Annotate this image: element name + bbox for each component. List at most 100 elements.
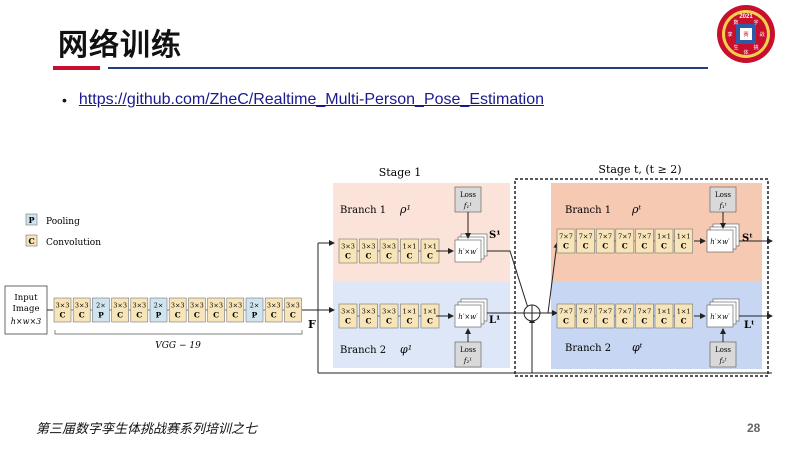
page-number: 28 bbox=[747, 421, 761, 435]
vgg-block-1: 3×3C bbox=[53, 297, 72, 323]
stage1-branch1-block-1-size: 3×3 bbox=[341, 243, 355, 251]
staget-branch1-loss: Loss bbox=[715, 191, 731, 199]
vgg-block-7-size: 3×3 bbox=[171, 302, 185, 310]
vgg-block-11: 2×P bbox=[245, 297, 264, 323]
staget-branch1-block-3-size: 7×7 bbox=[598, 233, 612, 241]
staget-branch2-block-7-size: 1×1 bbox=[677, 308, 691, 316]
stage1-branch2-heatmap-label: h′×w′ bbox=[458, 313, 478, 321]
stage1-branch1-block-2-type: C bbox=[366, 252, 372, 261]
staget-branch1-heatmap-label: h′×w′ bbox=[710, 238, 730, 246]
input-line-3: h×w×3 bbox=[11, 317, 42, 326]
staget-branch1-block-3: 7×7C bbox=[595, 228, 615, 254]
feature-label: F bbox=[308, 318, 316, 331]
staget-branch1-block-5-size: 7×7 bbox=[638, 233, 652, 241]
stage1-branch2-block-3-type: C bbox=[386, 317, 392, 326]
staget-branch2-heatmap bbox=[706, 304, 734, 328]
stage1-branch2-block-3-size: 3×3 bbox=[382, 308, 396, 316]
vgg-block-6-size: 2× bbox=[154, 302, 164, 310]
stage1-branch1-block-3-size: 3×3 bbox=[382, 243, 396, 251]
staget-branch1-block-6-size: 1×1 bbox=[657, 233, 671, 241]
stage1-branch2-loss-box bbox=[454, 341, 482, 368]
stage1-branch2-block-2-type: C bbox=[366, 317, 372, 326]
stage1-branch2-block-4: 1×1C bbox=[400, 303, 419, 329]
stage1-branch1-output: S¹ bbox=[489, 230, 501, 241]
vgg-block-2-size: 3×3 bbox=[75, 302, 89, 310]
stage1-branch1-block-2-size: 3×3 bbox=[362, 243, 376, 251]
stage1-branch1-block-3: 3×3C bbox=[379, 238, 399, 264]
vgg-block-2-type: C bbox=[79, 311, 85, 320]
stage1-branch1-heatmap-label: h′×w′ bbox=[458, 248, 478, 256]
stage1-branch2-symbol: φ¹ bbox=[400, 343, 412, 356]
staget-branch2-block-3-type: C bbox=[602, 317, 608, 326]
logo-char-4: 生 bbox=[733, 44, 738, 51]
staget-branch1-symbol: ρᵗ bbox=[631, 203, 641, 216]
stage1-branch2-label: Branch 2 bbox=[340, 345, 386, 356]
vgg-block-8: 3×3C bbox=[188, 297, 206, 323]
input-image-box bbox=[4, 285, 48, 335]
stage1-title: Stage 1 bbox=[379, 166, 422, 179]
vgg-block-3-type: P bbox=[98, 311, 104, 320]
staget-branch1-loss-f: f₁ᵗ bbox=[718, 202, 726, 210]
github-link[interactable]: https://github.com/ZheC/Realtime_Multi-P… bbox=[78, 91, 545, 108]
staget-branch2-block-4: 7×7C bbox=[615, 303, 635, 329]
stage1-branch1-block-5: 1×1C bbox=[420, 238, 440, 264]
stage1-branch1-symbol: ρ¹ bbox=[399, 203, 411, 216]
staget-branch2-block-2: 7×7C bbox=[576, 303, 595, 329]
stage1-branch2-blocks: 3×3C3×3C3×3C1×1C1×1C bbox=[338, 303, 440, 329]
vgg-block-6-type: P bbox=[156, 311, 162, 320]
staget-branch2-block-2-type: C bbox=[583, 317, 589, 326]
vgg-block-5-type: C bbox=[136, 311, 142, 320]
logo-char-2: 字 bbox=[753, 19, 758, 26]
vgg-block-2: 3×3C bbox=[72, 297, 91, 323]
staget-branch1-block-6: 1×1C bbox=[654, 228, 674, 254]
staget-branch2-block-5-type: C bbox=[641, 317, 647, 326]
vgg-block-12-size: 3×3 bbox=[267, 302, 281, 310]
logo-year: 2021 bbox=[739, 14, 753, 20]
stage1-branch1-blocks: 3×3C3×3C3×3C1×1C1×1C bbox=[338, 238, 440, 264]
legend-conv-key-box bbox=[25, 234, 38, 247]
staget-branch2-loss-f: f₂ᵗ bbox=[718, 357, 726, 365]
logo-char-6: 挑 bbox=[753, 44, 758, 51]
bullet-dot: • bbox=[62, 92, 67, 108]
staget-branch1-block-4: 7×7C bbox=[615, 228, 635, 254]
staget-branch2-heatmap-label: h′×w′ bbox=[710, 313, 730, 321]
staget-branch1-block-5-type: C bbox=[641, 242, 647, 251]
vgg-block-11-size: 2× bbox=[250, 302, 260, 310]
logo-char-8: 赛 bbox=[743, 31, 748, 38]
vgg-block-9: 3×3C bbox=[207, 297, 225, 323]
stage1-branch1-loss-f: f₁¹ bbox=[463, 202, 472, 210]
stage1-branch1-block-2: 3×3C bbox=[359, 238, 378, 264]
legend-pooling-key: P bbox=[28, 215, 34, 225]
staget-branch2-block-1-size: 7×7 bbox=[559, 308, 573, 316]
vgg-bracket bbox=[54, 330, 303, 335]
vgg-block-4-size: 3×3 bbox=[113, 302, 127, 310]
stage1-branch2-block-2: 3×3C bbox=[359, 303, 378, 329]
staget-branch1-loss-box bbox=[709, 186, 737, 213]
stage1-branch1-loss-box bbox=[454, 186, 482, 213]
stage1-branch2-loss: Loss bbox=[460, 346, 476, 354]
stage1-branch2-block-1-size: 3×3 bbox=[341, 308, 355, 316]
stage1-branch1-block-5-type: C bbox=[427, 252, 433, 261]
stage1-branch2-block-1: 3×3C bbox=[338, 303, 358, 329]
vgg-block-4-type: C bbox=[117, 311, 123, 320]
staget-branch1-block-6-type: C bbox=[661, 242, 667, 251]
vgg-block-7: 3×3C bbox=[168, 297, 187, 323]
stage1-branch1-block-5-size: 1×1 bbox=[423, 243, 437, 251]
vgg-label: VGG − 19 bbox=[155, 341, 201, 351]
logo-char-5: 体 bbox=[743, 49, 748, 56]
input-line-1: Input bbox=[14, 293, 38, 303]
staget-branch2-block-7: 1×1C bbox=[674, 303, 693, 329]
staget-branch2-output: Lᵗ bbox=[744, 320, 755, 331]
staget-branch2-block-1: 7×7C bbox=[556, 303, 576, 329]
vgg-block-9-type: C bbox=[213, 311, 219, 320]
vgg-block-10-size: 3×3 bbox=[228, 302, 242, 310]
vgg-block-3-size: 2× bbox=[96, 302, 106, 310]
stage1-branch2-block-5: 1×1C bbox=[420, 303, 440, 329]
legend-pooling-label: Pooling bbox=[46, 217, 80, 227]
stage1-branch1-block-4-type: C bbox=[407, 252, 413, 261]
staget-branch2-block-4-size: 7×7 bbox=[618, 308, 632, 316]
stage1-branch2-loss-f: f₂¹ bbox=[463, 357, 472, 365]
stage1-branch2-block-3: 3×3C bbox=[379, 303, 399, 329]
vgg-block-11-type: P bbox=[252, 311, 258, 320]
legend-conv-key: C bbox=[28, 236, 34, 246]
